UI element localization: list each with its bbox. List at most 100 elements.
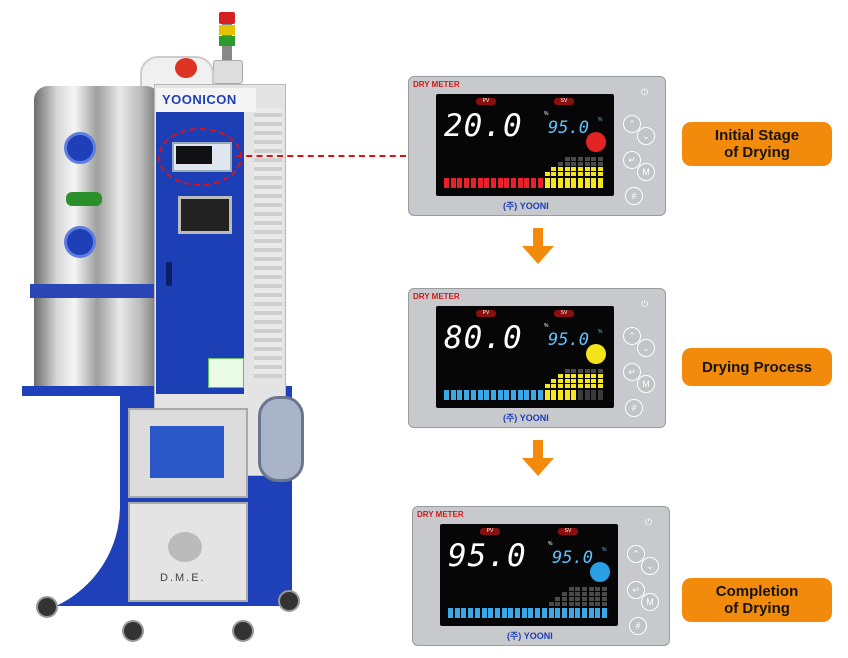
- bar-segment: [557, 374, 563, 378]
- meter-brand: (주) YOONI: [503, 201, 549, 211]
- bar-segment: [598, 167, 604, 171]
- bar-segment: [551, 379, 557, 383]
- base-controller: [148, 424, 226, 480]
- bar-segment: [598, 157, 604, 161]
- bar-segment: [564, 162, 570, 166]
- meter-controls: ⏻ ⌃ ⌄ ↵ M #: [623, 517, 665, 635]
- bar-segment: [595, 602, 601, 606]
- bar-segment: [501, 608, 507, 618]
- bar-segment: [578, 379, 583, 383]
- down-button[interactable]: ⌄: [641, 557, 659, 575]
- dryer-machine-illustration: YOONICON D.M.E.: [0, 0, 310, 658]
- grid-button[interactable]: #: [625, 187, 643, 205]
- hopper-sight-port: [64, 132, 96, 164]
- bar-segment: [575, 608, 581, 618]
- power-icon[interactable]: ⏻: [641, 299, 649, 309]
- blower-housing: [258, 396, 304, 482]
- enter-button[interactable]: ↵: [627, 581, 645, 599]
- bar-segment: [568, 592, 574, 596]
- level-bar-graph: [448, 586, 610, 620]
- bar-segment: [548, 602, 554, 606]
- down-button[interactable]: ⌄: [637, 127, 655, 145]
- bar-segment: [582, 592, 587, 596]
- bar-segment: [602, 597, 608, 601]
- bar-segment: [551, 384, 557, 388]
- grid-button[interactable]: #: [629, 617, 647, 635]
- bar-segment: [602, 587, 608, 591]
- bar-segment: [598, 178, 604, 188]
- dry-meter-panel: DRY METER PV SV 95.0 % 95.0 % ⏻ ⌃ ⌄ ↵ M …: [412, 506, 670, 646]
- power-icon[interactable]: ⏻: [645, 517, 653, 527]
- level-bar-graph: [444, 368, 606, 402]
- bar-segment: [598, 162, 604, 166]
- bar-segment: [488, 608, 494, 618]
- set-value: 95.0: [548, 330, 589, 350]
- bar-segment: [531, 390, 537, 400]
- caster-wheel: [36, 596, 58, 618]
- bar-segment: [524, 178, 530, 188]
- bar-segment: [470, 390, 476, 400]
- grid-button[interactable]: #: [625, 399, 643, 417]
- value-unit: %: [544, 323, 549, 329]
- bar-segment: [555, 602, 561, 606]
- bar-segment: [511, 390, 516, 400]
- enter-button[interactable]: ↵: [623, 151, 641, 169]
- bar-segment: [582, 608, 587, 618]
- enter-button[interactable]: ↵: [623, 363, 641, 381]
- side-vents: [254, 108, 282, 378]
- meter-controls: ⏻ ⌃ ⌄ ↵ M #: [619, 299, 661, 417]
- bar-segment: [571, 384, 577, 388]
- bar-segment: [595, 592, 601, 596]
- down-button[interactable]: ⌄: [637, 339, 655, 357]
- meter-title: DRY METER: [413, 292, 460, 301]
- bar-segment: [584, 167, 590, 171]
- set-value: 95.0: [548, 118, 589, 138]
- mode-button[interactable]: M: [637, 375, 655, 393]
- bar-segment: [578, 162, 583, 166]
- mode-button[interactable]: M: [637, 163, 655, 181]
- bar-segment: [584, 379, 590, 383]
- value-unit: %: [544, 111, 549, 117]
- bar-segment: [564, 178, 570, 188]
- bar-segment: [561, 592, 567, 596]
- level-bar-graph: [444, 156, 606, 190]
- bar-segment: [588, 592, 594, 596]
- bar-segment: [481, 608, 487, 618]
- bar-segment: [517, 178, 523, 188]
- bar-segment: [497, 178, 503, 188]
- meter-title: DRY METER: [413, 80, 460, 89]
- bar-segment: [571, 374, 577, 378]
- hopper-band: [30, 284, 164, 298]
- bar-segment: [544, 178, 550, 188]
- bar-segment: [444, 390, 449, 400]
- bar-segment: [578, 157, 583, 161]
- bar-segment: [588, 608, 594, 618]
- brand-logo: YOONICON: [162, 92, 237, 107]
- bar-segment: [575, 592, 581, 596]
- bar-segment: [468, 608, 474, 618]
- bar-segment: [564, 172, 570, 176]
- up-button[interactable]: ⌃: [623, 115, 641, 133]
- up-button[interactable]: ⌃: [623, 327, 641, 345]
- bar-segment: [571, 162, 577, 166]
- up-button[interactable]: ⌃: [627, 545, 645, 563]
- bar-segment: [575, 597, 581, 601]
- mode-button[interactable]: M: [641, 593, 659, 611]
- bar-segment: [511, 178, 516, 188]
- bar-segment: [535, 608, 541, 618]
- bar-segment: [578, 167, 583, 171]
- bar-segment: [561, 608, 567, 618]
- bar-segment: [555, 597, 561, 601]
- setpoint-unit: %: [598, 117, 603, 123]
- power-icon[interactable]: ⏻: [641, 87, 649, 97]
- bar-segment: [571, 178, 577, 188]
- bar-segment: [448, 608, 453, 618]
- sv-tag: SV: [554, 310, 574, 317]
- bar-segment: [568, 608, 574, 618]
- bar-segment: [575, 602, 581, 606]
- bar-segment: [598, 374, 604, 378]
- bar-segment: [504, 390, 510, 400]
- stainless-hopper: [34, 86, 160, 406]
- meter-title: DRY METER: [417, 510, 464, 519]
- bar-segment: [564, 384, 570, 388]
